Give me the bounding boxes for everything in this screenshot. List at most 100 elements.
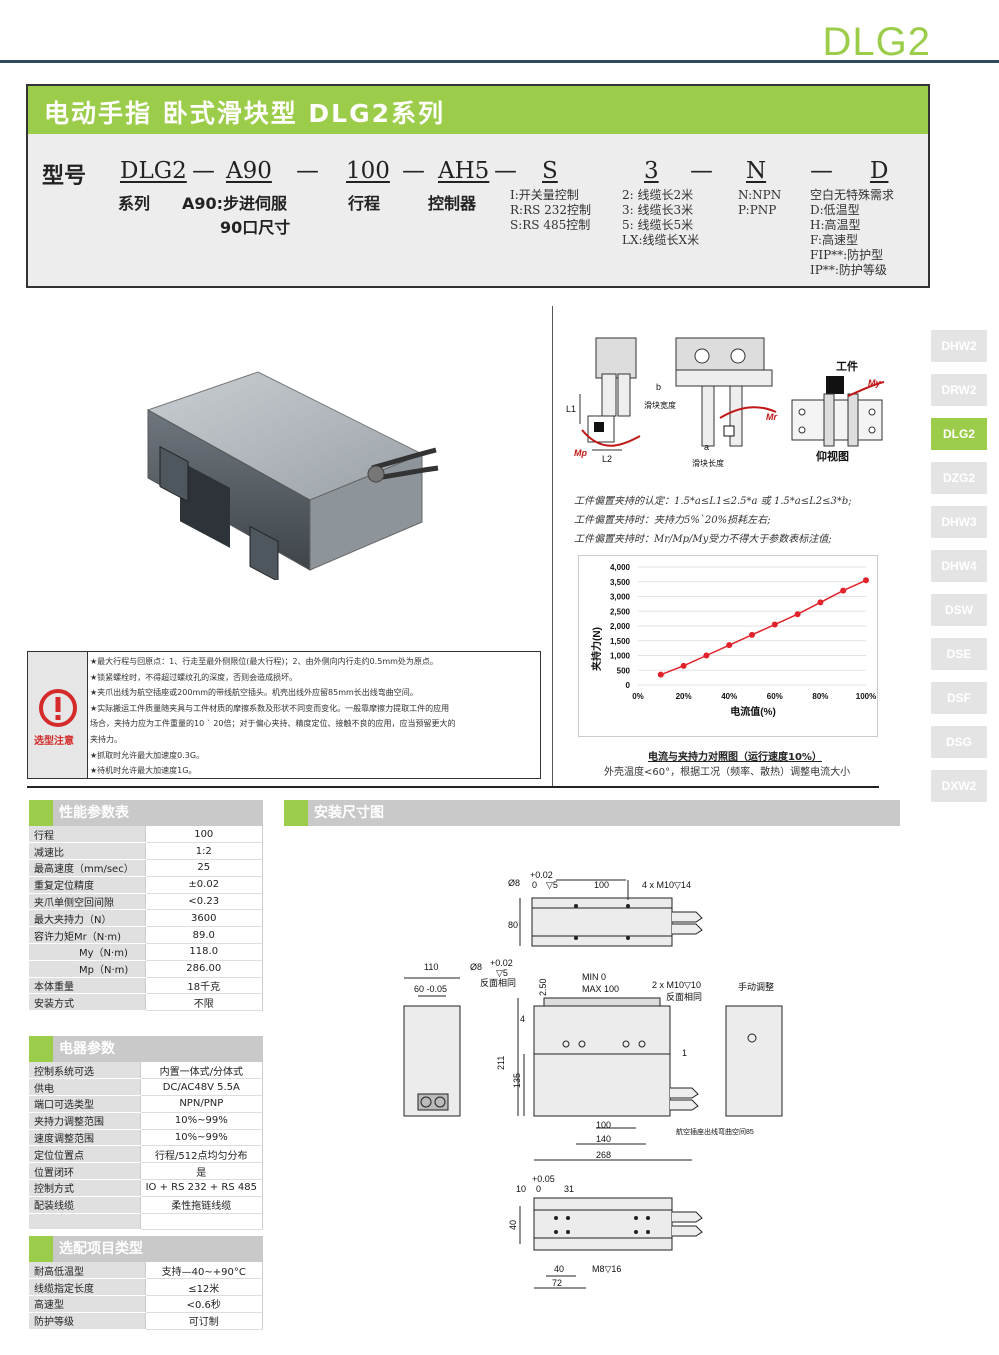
row-key: Mp（N·m) [29, 960, 146, 978]
code-dash: — [494, 158, 517, 184]
code-controller: AH5 [438, 158, 490, 184]
row-key: 配装线缆 [29, 1196, 141, 1214]
row-value: 内置一体式/分体式 [140, 1062, 264, 1080]
control-options: I:开关量控制 R:RS 232控制 S:RS 485控制 [510, 188, 592, 232]
row-value: 10%~99% [140, 1129, 264, 1147]
model-label: 型号 [42, 164, 87, 189]
code-dash: — [402, 158, 425, 184]
dim-m10-10: 2 x M10▽10 [652, 980, 701, 990]
dim-tol2: +0.02 [490, 958, 513, 968]
row-value [140, 1213, 264, 1231]
row-key: 速度调整范围 [29, 1129, 141, 1147]
dim-b40: 40 [554, 1264, 564, 1274]
code-series: DLG2 [120, 158, 187, 184]
dim-t0: 0 [536, 1184, 541, 1194]
row-key: 线缆指定长度 [29, 1278, 146, 1297]
row-value: 可订制 [145, 1312, 263, 1330]
tab-dse[interactable]: DSE [931, 638, 987, 670]
table-row: 容许力矩Mr（N·m)89.0 [29, 926, 263, 945]
dim-w100: 100 [594, 880, 609, 890]
tab-dlg2[interactable]: DLG2 [931, 418, 987, 450]
dim-w110: 110 [424, 962, 438, 972]
tab-dzg2[interactable]: DZG2 [931, 462, 987, 494]
chart-ytick: 3,500 [610, 578, 631, 587]
dimension-title: 安装尺寸图 [284, 800, 900, 826]
code-cable: 3 [644, 158, 659, 184]
chart-ytick: 3,000 [610, 593, 631, 602]
electrical-title: 电器参数 [29, 1036, 263, 1062]
tab-drw2[interactable]: DRW2 [931, 374, 987, 406]
label-motor-size: 90口尺寸 [220, 218, 291, 237]
label-L2: L2 [602, 454, 612, 464]
code-dash: — [690, 158, 713, 184]
row-key: 高速型 [29, 1295, 146, 1313]
table-row: 高速型<0.6秒 [29, 1295, 263, 1313]
chart-ytick: 1,500 [610, 637, 631, 646]
label-My: My [868, 378, 881, 388]
tab-dsg[interactable]: DSG [931, 726, 987, 758]
table-row: 耐高低温型支持—40~+90°C [29, 1262, 263, 1280]
row-value: 3600 [145, 909, 263, 928]
chart-title: 电流与夹持力对照图（运行速度10%） [648, 752, 822, 763]
chart-series-line [660, 579, 867, 676]
chart-xtick: 80% [812, 692, 828, 701]
dim-opposite: 反面相同 [480, 977, 516, 988]
row-key [29, 1213, 141, 1231]
product-title: 电动手指 卧式滑块型 DLG2系列 [28, 86, 928, 134]
notice-label: 选型注意 [34, 736, 74, 747]
label-slider-width: 滑块宽度 [644, 400, 676, 410]
dim-d2: Ø8 [470, 962, 482, 972]
tab-dsf[interactable]: DSF [931, 682, 987, 714]
row-key: 安装方式 [29, 993, 146, 1012]
chart-point [657, 671, 664, 678]
table-row: 最大夹持力（N）3600 [29, 909, 263, 928]
tab-dhw4[interactable]: DHW4 [931, 550, 987, 582]
label-Mr: Mr [766, 412, 777, 422]
table-row: 线缆指定长度≤12米 [29, 1278, 263, 1297]
row-value: <0.6秒 [145, 1295, 263, 1313]
dimension-drawing: Ø8 +0.02 0 ▽5 100 4 x M10▽14 80 110 60 -… [403, 870, 783, 1289]
dim-h4: 4 [520, 1014, 525, 1024]
row-key: 供电 [29, 1078, 141, 1097]
row-value: NPN/PNP [140, 1095, 264, 1113]
row-value: 柔性拖链线缆 [140, 1196, 264, 1214]
chart-point [726, 642, 733, 649]
tab-dsw[interactable]: DSW [931, 594, 987, 626]
offset-diagram: L1 L2 b 滑块宽度 Mp Mr a 滑块长度 工件 My 仰视图 [566, 337, 885, 468]
table-row: 位置闭环是 [29, 1162, 264, 1181]
tab-dhw2[interactable]: DHW2 [931, 330, 987, 362]
dim-h80: 80 [508, 920, 518, 930]
tab-dhw3[interactable]: DHW3 [931, 506, 987, 538]
options-title: 选配项目类型 [29, 1236, 263, 1262]
tab-dxw2[interactable]: DXW2 [931, 770, 987, 802]
row-key: 定位位置点 [29, 1145, 141, 1164]
dim-manual: 手动调整 [738, 981, 774, 992]
chart-xtick: 20% [676, 692, 692, 701]
dim-h211: 211 [496, 1056, 506, 1070]
row-key: 耐高低温型 [29, 1262, 146, 1280]
notice-side: 选型注意 [28, 652, 88, 778]
code-dash: — [192, 158, 215, 184]
table-row: 重复定位精度±0.02 [29, 876, 263, 894]
row-key: 减速比 [29, 842, 146, 861]
row-key: 端口可选类型 [29, 1095, 141, 1113]
row-key: 控制方式 [29, 1179, 141, 1197]
chart-ytick: 4,000 [610, 563, 631, 572]
selection-notice: 选型注意 ★最大行程与回原点：1、行走至最外侧限位(最大行程)；2、由外侧向内行… [27, 651, 541, 779]
dim-b72: 72 [552, 1278, 562, 1288]
row-key: 容许力矩Mr（N·m) [29, 926, 146, 945]
row-value: 是 [140, 1162, 264, 1181]
chart-xtick: 40% [721, 692, 737, 701]
code-dash: — [810, 158, 833, 184]
dim-t31: 31 [564, 1184, 574, 1194]
chart-ytick: 1,000 [610, 652, 631, 661]
chart-point [749, 631, 755, 638]
row-value: IO + RS 232 + RS 485 [140, 1179, 264, 1197]
row-value: 10%~99% [140, 1112, 264, 1130]
label-series: 系列 [118, 194, 151, 213]
